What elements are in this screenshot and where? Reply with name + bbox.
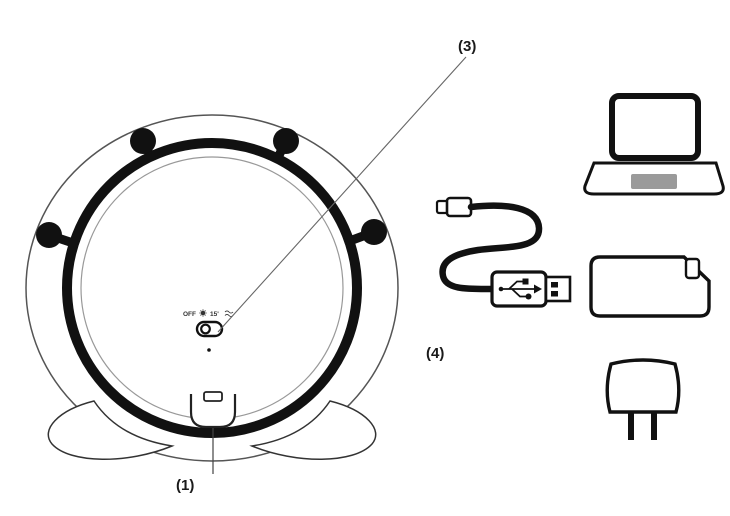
wall-adapter-icon <box>605 358 681 440</box>
knob-top-right <box>273 128 299 154</box>
knob-top-left <box>130 128 156 154</box>
laptop-screen <box>609 93 701 161</box>
sun-icon <box>199 309 207 317</box>
device-port-housing <box>189 394 237 429</box>
switch-knob <box>200 323 211 335</box>
usb-cable <box>435 196 572 308</box>
usb-tip-hole-top <box>551 282 558 288</box>
device-right-foot <box>249 400 377 460</box>
device-main-ring <box>62 138 362 438</box>
laptop-icon <box>583 93 725 196</box>
power-bank-button <box>684 257 701 280</box>
device-outer-rim <box>25 114 399 462</box>
adapter-prong-left <box>628 412 634 440</box>
usb-trident-icon <box>498 278 542 300</box>
label-part3: (3) <box>458 38 476 55</box>
laptop-touchpad <box>631 174 677 189</box>
usb-tip-hole-bottom <box>551 291 558 297</box>
knob-right <box>361 219 387 245</box>
power-bank-icon <box>589 255 711 318</box>
sun-core <box>200 310 206 316</box>
power-bank-body <box>589 255 711 318</box>
usb-a-metal-tip <box>544 275 572 303</box>
mode-switch-group: OFF 15' <box>183 309 234 352</box>
cable-cord <box>439 202 543 293</box>
device-bottom-view: OFF 15' <box>25 114 399 462</box>
knob-left <box>36 222 62 248</box>
adapter-body <box>605 358 681 414</box>
pointer-line-part3 <box>217 56 467 333</box>
micro-usb-connector <box>445 196 473 218</box>
device-usb-port <box>203 391 223 402</box>
label-part4: (4) <box>426 345 444 362</box>
label-part1: (1) <box>176 477 194 494</box>
device-left-foot <box>47 400 175 460</box>
switch-timer-label: 15' <box>210 311 219 318</box>
switch-indicator-dot <box>207 348 211 352</box>
adapter-prong-right <box>651 412 657 440</box>
switch-off-label: OFF <box>183 311 196 318</box>
